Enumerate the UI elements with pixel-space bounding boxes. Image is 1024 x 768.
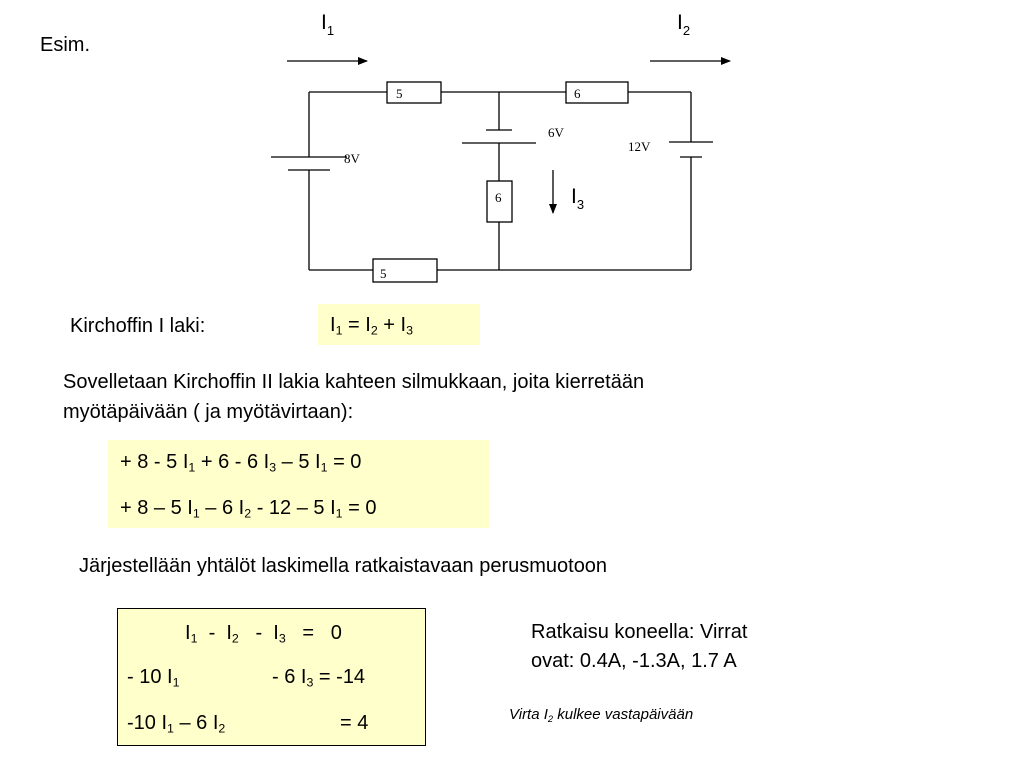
resistor-top-right [565, 81, 629, 104]
kirchhoff2-intro-line1: Sovelletaan Kirchoffin II lakia kahteen … [63, 371, 645, 393]
kirchhoff2-intro-line2: myötäpäivään ( ja myötävirtaan): [63, 401, 354, 423]
loop-equation-1: + 8 - 5 I1 + 6 - 6 I3 – 5 I1 = 0 [120, 451, 362, 475]
resistor-middle-value: 6 [495, 190, 502, 205]
circuit-diagram: 5 6 6 5 8V 6V 12V I1 I2 I3 [271, 11, 731, 283]
kirchhoff1-highlight [318, 304, 480, 345]
battery-left [271, 156, 347, 171]
battery-left-value: 8V [344, 151, 361, 166]
arrange-text: Järjestellään yhtälöt laskimella ratkais… [79, 555, 608, 577]
resistor-middle [486, 180, 513, 223]
solution-line1: Ratkaisu koneella: Virrat [531, 621, 748, 643]
current-label-i1: I1 [321, 11, 334, 38]
system-row-2-left: - 10 I1 [127, 666, 180, 690]
resistor-bottom [372, 258, 438, 283]
system-row-3-left: -10 I1 – 6 I2 [127, 712, 226, 736]
loop-equation-2: + 8 – 5 I1 – 6 I2 - 12 – 5 I1 = 0 [120, 497, 377, 521]
solution-line2: ovat: 0.4A, -1.3A, 1.7 A [531, 650, 737, 672]
current-label-i2: I2 [677, 11, 690, 38]
current-label-i3: I3 [571, 185, 584, 212]
system-row-3-right: = 4 [340, 712, 369, 734]
resistor-top-left-value: 5 [396, 86, 403, 101]
kirchhoff1-equation: I1 = I2 + I3 [330, 314, 413, 338]
system-row-2-right: - 6 I3 = -14 [272, 666, 366, 690]
kirchhoff1-label: Kirchoffin I laki: [70, 315, 206, 337]
battery-middle-value: 6V [548, 125, 565, 140]
resistor-top-left [386, 81, 442, 104]
equation-system-box [117, 608, 426, 746]
example-label: Esim. [40, 34, 90, 56]
direction-note: Virta I2 kulkee vastapäivään [509, 706, 694, 724]
resistor-top-right-value: 6 [574, 86, 581, 101]
system-row-1: I1 - I2 - I3 = 0 [185, 622, 342, 646]
battery-middle [462, 129, 536, 144]
battery-right-value: 12V [628, 139, 651, 154]
battery-right [669, 141, 713, 158]
loop-equations-highlight [108, 440, 489, 528]
resistor-bottom-value: 5 [380, 266, 387, 281]
